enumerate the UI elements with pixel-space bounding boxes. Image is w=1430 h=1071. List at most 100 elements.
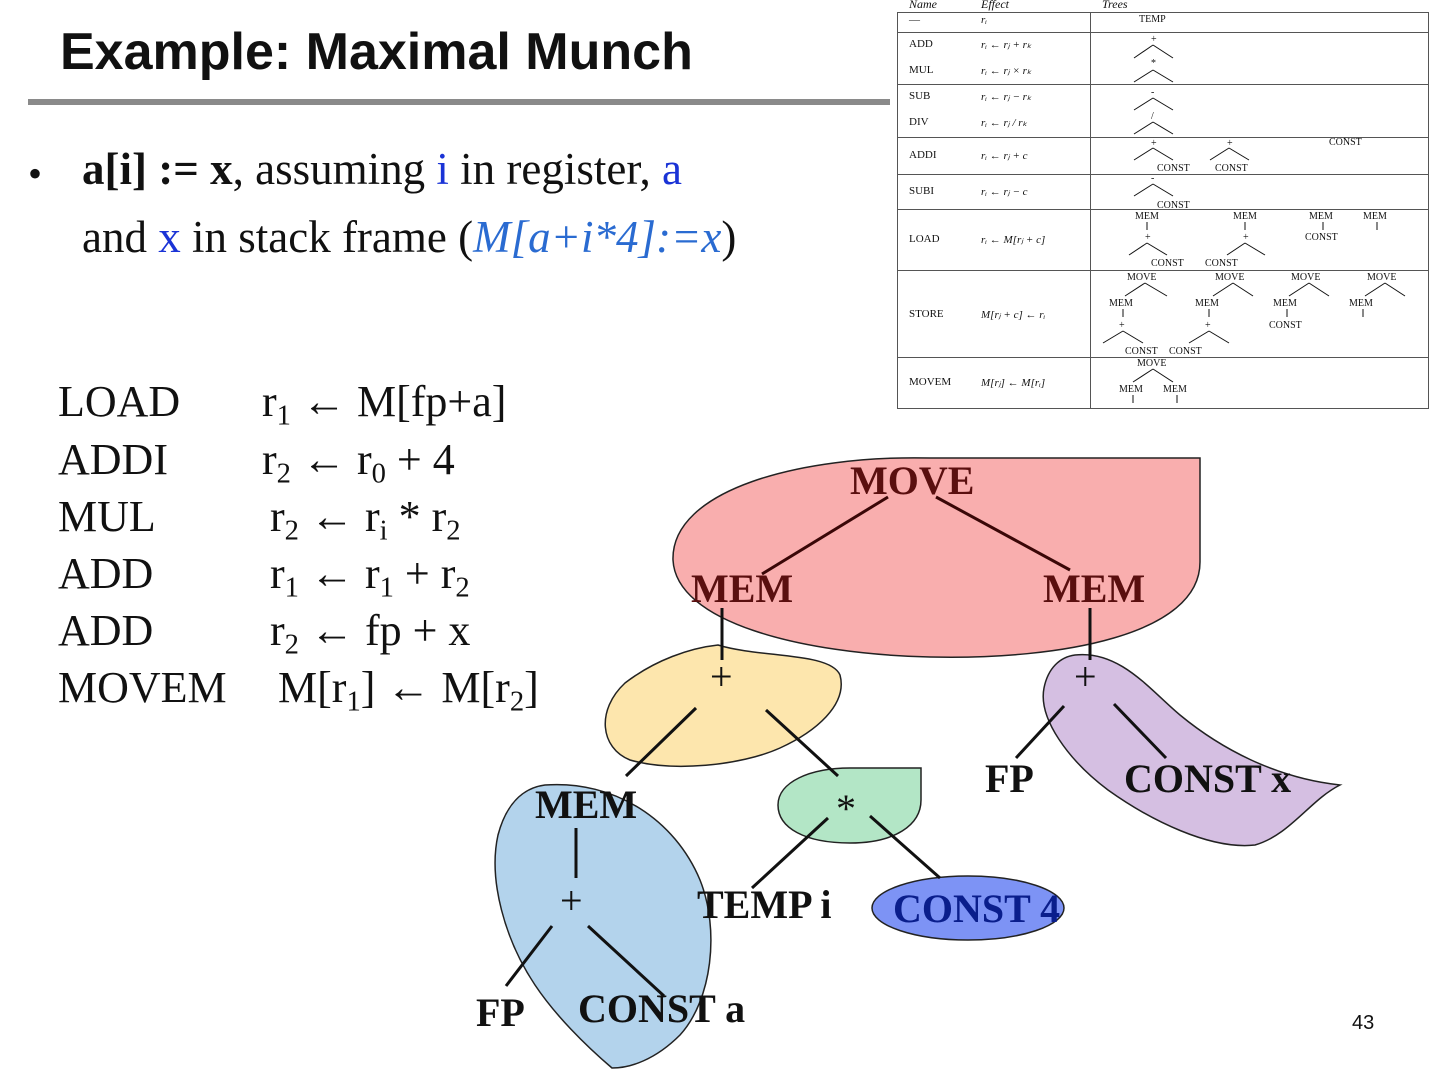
node-mem-right: MEM — [1043, 566, 1145, 611]
opcode: MUL — [58, 492, 156, 541]
effect: r2 ← fp + x — [270, 606, 471, 661]
pattern-label: MEM — [1363, 211, 1387, 222]
tile-load — [494, 783, 712, 1069]
pattern-edge — [1188, 330, 1210, 344]
edge-plus-fp-right — [1014, 704, 1066, 760]
table-cell-effect: rᵢ ← rⱼ × rₖ — [981, 65, 1032, 77]
pattern-edge — [1308, 282, 1330, 297]
var-a: a — [662, 144, 683, 194]
pattern-label: - — [1151, 87, 1154, 98]
pattern-label: CONST — [1157, 163, 1190, 174]
table-cell-effect: rᵢ ← M[rⱼ + c] — [981, 234, 1046, 246]
pattern-label: + — [1205, 320, 1211, 331]
pattern-label: MOVE — [1127, 272, 1156, 283]
row-rule — [897, 32, 1429, 33]
row-rule — [897, 174, 1429, 175]
pattern-label: CONST — [1329, 137, 1362, 148]
pattern-edge — [1124, 282, 1146, 297]
pattern-edge — [1146, 242, 1168, 256]
pattern-label: + — [1243, 232, 1249, 243]
row-rule — [897, 209, 1429, 210]
tile-add — [604, 644, 842, 767]
pattern-edge — [1152, 183, 1174, 197]
pattern-edge — [1133, 44, 1154, 59]
pattern-edge — [1288, 282, 1310, 297]
pattern-label: MEM — [1163, 384, 1187, 395]
pattern-label: + — [1227, 138, 1233, 149]
pattern-label: CONST — [1205, 258, 1238, 269]
tile-move — [672, 457, 1201, 658]
table-cell-effect: M[rⱼ + c] ← rᵢ — [981, 309, 1046, 321]
pattern-label: MEM — [1195, 298, 1219, 309]
pattern-edge — [1152, 147, 1174, 161]
row-rule — [897, 270, 1429, 271]
node-times: * — [836, 786, 856, 831]
bullet-line-2: and x in stack frame (M[a+i*4]:=x) — [82, 211, 736, 263]
node-fp-right: FP — [985, 756, 1034, 801]
opcode: MOVEM — [58, 663, 227, 712]
table-cell-effect: M[rⱼ] ← M[rᵢ] — [981, 377, 1046, 389]
table-cell-effect: rᵢ ← rⱼ − c — [981, 186, 1028, 198]
pattern-label: - — [1151, 173, 1154, 184]
node-plus-right: + — [1074, 654, 1097, 699]
effect: r2 ← ri * r2 — [270, 492, 461, 547]
row-rule — [897, 137, 1429, 138]
tile-const4 — [871, 875, 1065, 941]
node-plus-left: + — [710, 654, 733, 699]
pattern-label: + — [1151, 138, 1157, 149]
tile-mul — [777, 767, 922, 844]
row-rule — [897, 357, 1429, 358]
pattern-label: CONST — [1269, 320, 1302, 331]
node-const-x: CONST x — [1124, 756, 1291, 801]
tile-addi — [1042, 653, 1343, 847]
pattern-label: MOVE — [1215, 272, 1244, 283]
pattern-edge — [1208, 330, 1230, 344]
pattern-label: MEM — [1119, 384, 1143, 395]
pattern-edge — [1133, 147, 1154, 161]
pattern-edge — [1133, 121, 1154, 135]
bullet-text: and — [82, 212, 159, 262]
node-move: MOVE — [850, 458, 974, 503]
pattern-label: CONST — [1151, 258, 1184, 269]
pattern-edge — [1133, 69, 1154, 83]
node-const-4: CONST 4 — [893, 886, 1060, 931]
pattern-edge — [1152, 368, 1174, 383]
table-cell-effect: rᵢ — [981, 14, 988, 26]
table-cell-effect: rᵢ ← rⱼ − rₖ — [981, 91, 1032, 103]
pattern-label: MEM — [1349, 298, 1373, 309]
pattern-label: * — [1151, 58, 1156, 69]
table-cell-name: MOVEM — [909, 376, 952, 388]
edge-plus-const-x — [1112, 702, 1168, 760]
pattern-label: MEM — [1233, 211, 1257, 222]
edge-plus-mem-inner — [624, 706, 698, 778]
table-cell-name: MUL — [909, 64, 934, 76]
pattern-label: CONST — [1157, 200, 1190, 211]
table-cell-name: — — [909, 14, 920, 26]
pattern-edge — [1144, 282, 1168, 297]
page-number: 43 — [1352, 1012, 1375, 1034]
table-cell-name: DIV — [909, 116, 929, 128]
pattern-edge — [1364, 282, 1386, 297]
pattern-label: MEM — [1135, 211, 1159, 222]
pattern-label: + — [1151, 34, 1157, 45]
table-cell-name: ADDI — [909, 149, 937, 161]
pattern-edge — [1384, 282, 1406, 297]
pattern-edge — [1132, 368, 1154, 383]
edge-move-mem-left — [761, 495, 889, 576]
node-mem-inner: MEM — [535, 782, 637, 827]
formula: M[a+i*4]:=x — [473, 212, 722, 262]
pattern-label: CONST — [1215, 163, 1248, 174]
pattern-label: MOVE — [1137, 358, 1166, 369]
pattern-label: / — [1151, 111, 1154, 122]
instruction-table: Name Effect Trees — rᵢ ADD rᵢ ← rⱼ + rₖ … — [897, 0, 1429, 409]
node-fp-inner: FP — [476, 990, 525, 1035]
pattern-edge — [1152, 69, 1174, 83]
bullet-text: ) — [721, 212, 737, 262]
pattern-label: MOVE — [1367, 272, 1396, 283]
table-cell-name: LOAD — [909, 233, 940, 245]
pattern-label: MOVE — [1291, 272, 1320, 283]
table-header-trees: Trees — [1102, 0, 1128, 11]
pattern-label: CONST — [1305, 232, 1338, 243]
effect: r2 ← r0 + 4 — [262, 435, 455, 490]
